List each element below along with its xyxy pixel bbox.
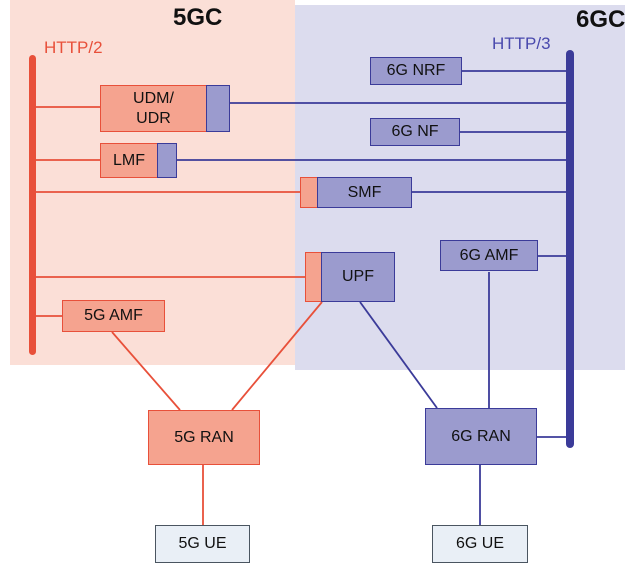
http2-bus-label: HTTP/2 (44, 38, 103, 57)
node-upf: UPF (305, 252, 395, 302)
node-udm-udr: UDM/ UDR (100, 85, 230, 132)
node-smf: SMF (300, 177, 412, 208)
smf-label: SMF (347, 183, 382, 201)
6g-nrf-body: 6G NRF (370, 57, 462, 85)
upf-body: UPF (321, 252, 395, 302)
6g-ran-body: 6G RAN (425, 408, 537, 465)
5g-ue-body: 5G UE (155, 525, 250, 563)
node-6g-nrf: 6G NRF (370, 57, 462, 85)
http3-bus-label: HTTP/3 (492, 34, 551, 53)
6g-ue-label: 6G UE (455, 535, 504, 552)
region-6gc-title: 6GC (576, 6, 626, 33)
udm-udr-5g-segment: UDM/ UDR (100, 85, 207, 132)
6g-ue-body: 6G UE (432, 525, 528, 563)
node-6g-amf: 6G AMF (440, 240, 538, 271)
6g-nf-label: 6G NF (391, 123, 439, 140)
5g-amf-label: 5G AMF (84, 307, 143, 324)
upf-5g-segment (305, 252, 322, 302)
node-5g-amf: 5G AMF (62, 300, 165, 332)
6g-amf-body: 6G AMF (440, 240, 538, 271)
5g-ue-label: 5G UE (178, 535, 227, 552)
smf-5g-segment (300, 177, 318, 208)
http2-bus (29, 55, 36, 355)
udm-udr-label: UDM/ UDR (133, 90, 174, 127)
5g-ran-label: 5G RAN (174, 428, 234, 446)
node-5g-ran: 5G RAN (148, 410, 260, 465)
6g-ran-label: 6G RAN (451, 427, 511, 445)
6g-nrf-label: 6G NRF (386, 62, 446, 79)
node-6g-ran: 6G RAN (425, 408, 537, 465)
6g-nf-body: 6G NF (370, 118, 460, 146)
upf-label: UPF (342, 268, 374, 285)
http3-bus (566, 50, 574, 448)
udm-udr-6g-segment (206, 85, 230, 132)
5g-ran-body: 5G RAN (148, 410, 260, 465)
6g-amf-label: 6G AMF (459, 246, 519, 264)
5g-amf-body: 5G AMF (62, 300, 165, 332)
lmf-5g-segment: LMF (100, 143, 158, 178)
lmf-6g-segment (157, 143, 177, 178)
node-6g-nf: 6G NF (370, 118, 460, 146)
node-5g-ue: 5G UE (155, 525, 250, 563)
node-6g-ue: 6G UE (432, 525, 528, 563)
smf-body: SMF (317, 177, 412, 208)
lmf-label: LMF (113, 151, 145, 169)
node-lmf: LMF (100, 143, 177, 178)
region-5gc-title: 5GC (173, 4, 223, 31)
